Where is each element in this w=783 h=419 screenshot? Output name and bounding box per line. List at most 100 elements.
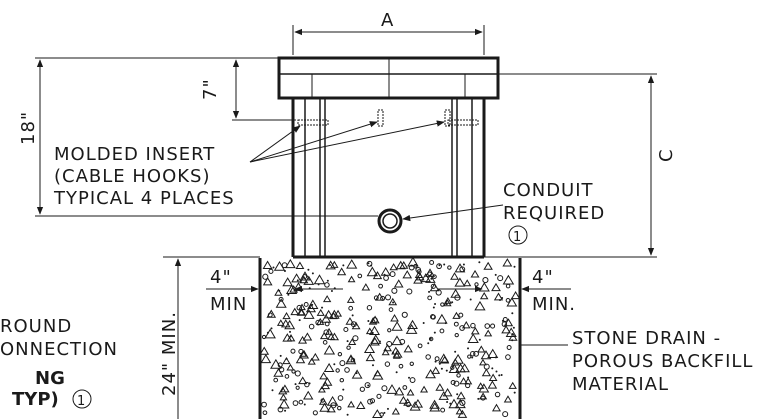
aggregate-particle (339, 377, 345, 383)
aggregate-particle (366, 266, 379, 277)
aggregate-particle (491, 403, 501, 412)
aggregate-particle (439, 328, 445, 334)
aggregate-particle (273, 367, 284, 377)
stone-label-3: MATERIAL (572, 374, 669, 395)
aggregate-particle (513, 391, 516, 394)
aggregate-particle (464, 377, 473, 385)
aggregate-particle (470, 351, 476, 357)
aggregate-particle (311, 303, 314, 306)
aggregate-particle (273, 261, 286, 271)
dim-c-label: C (656, 148, 677, 162)
aggregate-particle (335, 368, 340, 373)
aggregate-particle (452, 353, 464, 364)
aggregate-particle (319, 331, 329, 340)
aggregate-particle (456, 373, 461, 378)
aggregate-particle (436, 313, 448, 324)
aggregate-particle (320, 398, 325, 403)
aggregate-particle (443, 299, 452, 307)
aggregate-particle (387, 328, 392, 333)
aggregate-particle (371, 364, 374, 367)
aggregate-particle (454, 277, 466, 287)
dimension-c: C (484, 73, 677, 258)
aggregate-particle (388, 307, 394, 312)
aggregate-particle (337, 395, 344, 401)
aggregate-particle (445, 369, 448, 372)
aggregate-particle (361, 283, 371, 291)
aggregate-particle (259, 346, 270, 355)
aggregate-particle (346, 340, 349, 343)
aggregate-particle (337, 405, 342, 411)
aggregate-particle (342, 388, 345, 391)
aggregate-particle (511, 339, 514, 342)
aggregate-particle (391, 321, 403, 331)
aggregate-particle (342, 264, 345, 267)
aggregate-particle (392, 301, 395, 304)
aggregate-particle (271, 389, 274, 392)
aggregate-particle (493, 292, 504, 301)
aggregate-particle (284, 258, 296, 269)
aggregate-particle (398, 395, 409, 404)
aggregate-particle (450, 272, 460, 280)
conduit-label-2: REQUIRED (503, 203, 605, 224)
aggregate-particle (399, 338, 406, 345)
aggregate-particle (319, 402, 330, 412)
aggregate-particle (454, 294, 461, 301)
svg-text:1: 1 (77, 394, 85, 409)
svg-text:1: 1 (513, 230, 521, 245)
aggregate-particle (408, 264, 415, 271)
aggregate-particle (450, 379, 456, 386)
aggregate-particle (326, 332, 336, 340)
aggregate-particle (389, 263, 398, 271)
aggregate-particle (376, 393, 382, 399)
aggregate-particle (365, 352, 376, 362)
aggregate-particle (390, 314, 399, 322)
aggregate-particle (367, 320, 370, 323)
aggregate-particle (394, 386, 405, 396)
aggregate-particle (326, 279, 329, 282)
aggregate-particle (384, 361, 391, 367)
aggregate-particle (386, 340, 393, 348)
aggregate-particle (270, 327, 273, 330)
aggregate-particle (383, 273, 386, 276)
aggregate-particle (501, 296, 504, 299)
aggregate-particle (470, 322, 476, 329)
aggregate-particle (290, 307, 300, 316)
aggregate-particle (322, 340, 328, 345)
aggregate-particle (502, 274, 515, 285)
aggregate-particle (381, 385, 388, 392)
aggregate-particle (490, 323, 496, 329)
aggregate-particle (386, 407, 389, 410)
aggregate-particle (282, 333, 293, 342)
aggregate-particle (356, 401, 366, 410)
aggregate-particle (440, 407, 446, 413)
bold-label-1: NG (35, 368, 65, 389)
aggregate-particle (458, 312, 464, 318)
aggregate-particle (310, 352, 320, 361)
aggregate-particle (447, 265, 452, 270)
aggregate-particle (315, 319, 322, 326)
aggregate-particle (478, 261, 481, 264)
aggregate-particle (408, 376, 411, 379)
aggregate-particle (459, 363, 470, 373)
aggregate-particle (369, 337, 380, 346)
dimension-4-right: 4" MIN. (438, 267, 575, 315)
aggregate-particle (459, 377, 468, 385)
bold-note-marker: 1 (72, 389, 92, 409)
aggregate-particle (484, 323, 491, 329)
aggregate-particle (262, 260, 273, 269)
aggregate-particle (286, 363, 295, 371)
aggregate-particle (430, 277, 433, 280)
aggregate-particle (299, 350, 308, 357)
aggregate-particle (395, 371, 398, 374)
aggregate-particle (266, 309, 277, 318)
aggregate-particle (325, 327, 334, 335)
aggregate-particle (298, 335, 308, 344)
aggregate-particle (443, 263, 446, 266)
aggregate-particle (467, 354, 472, 359)
aggregate-particle (500, 373, 503, 376)
aggregate-particle (351, 369, 363, 379)
aggregate-particle (290, 348, 296, 354)
aggregate-particle (296, 279, 299, 282)
aggregate-particle (383, 343, 392, 352)
aggregate-particle (378, 340, 381, 343)
